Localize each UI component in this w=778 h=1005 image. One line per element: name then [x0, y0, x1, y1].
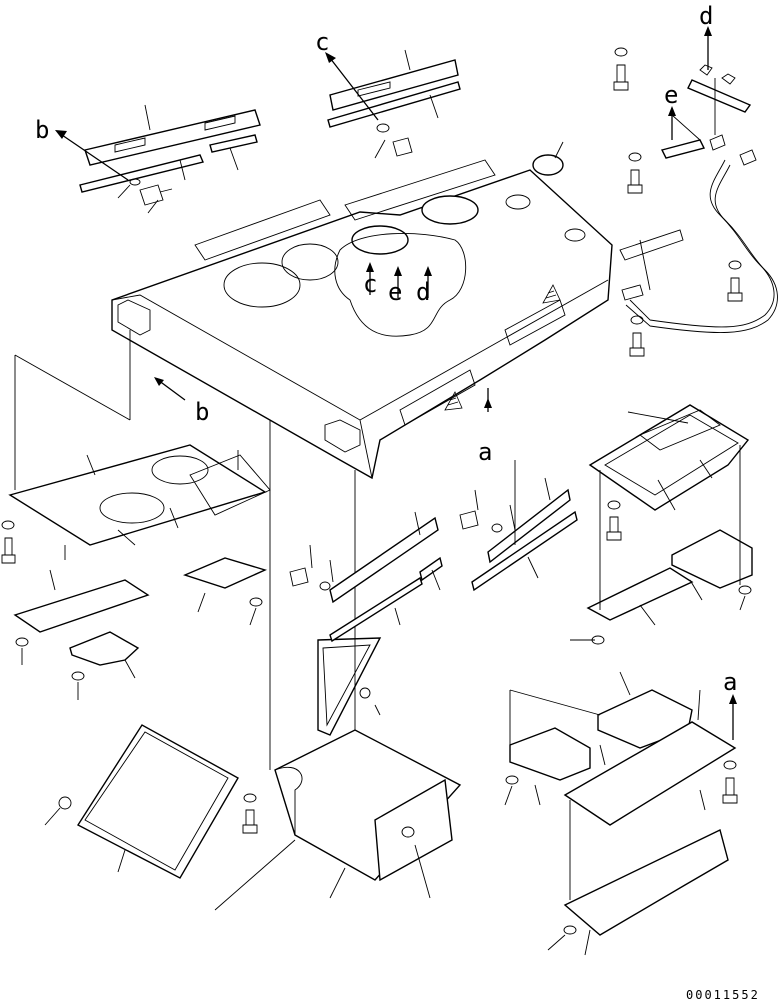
label-a-right: a [723, 668, 737, 696]
bracket-assembly-top-center [327, 49, 461, 159]
center-cover-box [214, 420, 462, 911]
drawing-number: 00011552 [686, 988, 760, 1002]
label-e-top: e [664, 81, 678, 109]
label-d-top: d [699, 2, 713, 30]
right-cover-assembly [570, 404, 753, 645]
label-d-center: d [416, 278, 430, 306]
label-c-top: c [315, 28, 329, 56]
floor-mat [44, 724, 239, 879]
center-small-parts [289, 460, 578, 643]
wiring-harness [613, 47, 778, 357]
label-b-top: b [35, 116, 49, 144]
label-b-left: b [195, 398, 209, 426]
grommet-top [532, 141, 564, 176]
label-e-center: e [388, 278, 402, 306]
reference-labels: d e c b c e d a b a [35, 2, 737, 696]
label-c-center: c [363, 270, 377, 298]
bottom-right-floor-covers [504, 671, 738, 956]
bracket-assembly-top-left [79, 104, 261, 214]
reference-arrows [55, 26, 737, 740]
left-cover-assembly [1, 330, 271, 700]
label-a-center: a [478, 438, 492, 466]
floor-frame [111, 159, 613, 480]
